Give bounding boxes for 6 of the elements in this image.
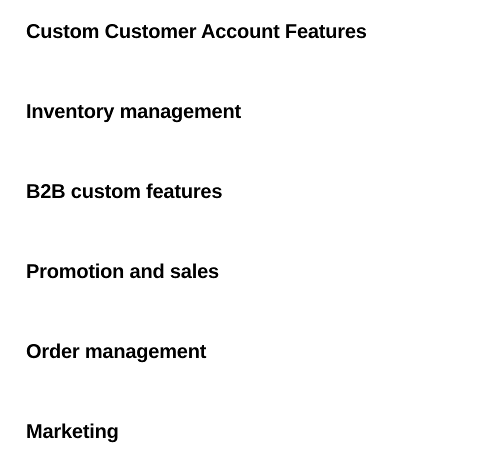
- feature-label: Order management: [26, 340, 206, 364]
- feature-label: Custom Customer Account Features: [26, 20, 367, 44]
- feature-label: B2B custom features: [26, 180, 222, 204]
- feature-label: Marketing: [26, 420, 119, 444]
- feature-label: Inventory management: [26, 100, 241, 124]
- feature-label: Promotion and sales: [26, 260, 219, 284]
